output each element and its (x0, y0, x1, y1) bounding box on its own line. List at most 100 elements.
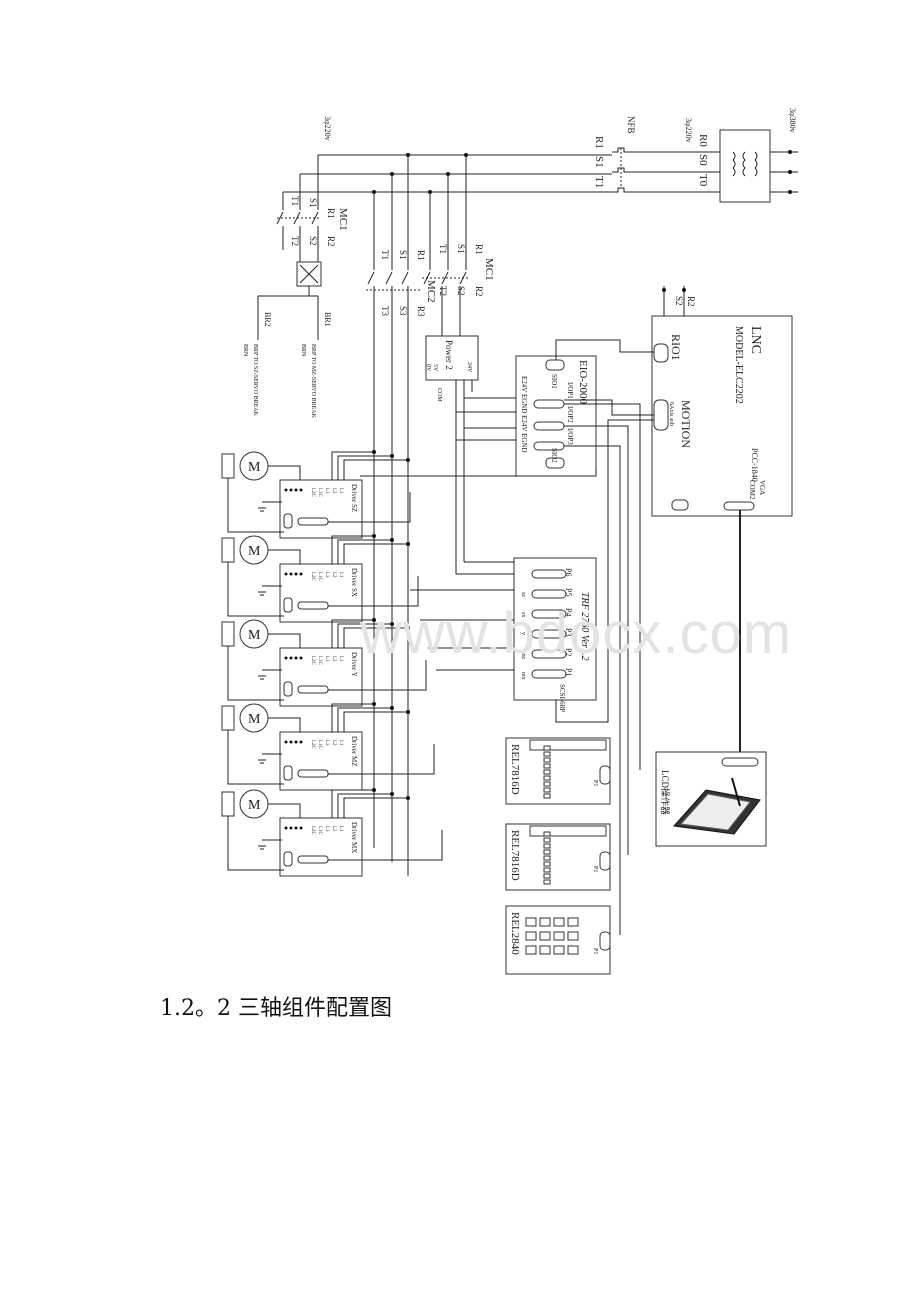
junction-dot (406, 796, 410, 800)
encoder-icon (221, 621, 235, 647)
phase-s1: S1 (593, 156, 605, 168)
trf-port-p3[interactable] (531, 629, 567, 639)
power-s-wire (337, 793, 392, 818)
rel7816d-module-2: REL7816D P1 (505, 823, 611, 891)
driver-terminal: L3 (324, 572, 329, 578)
phase-t1: T1 (593, 176, 605, 188)
driver-connector[interactable] (297, 685, 329, 694)
trf-port-p5[interactable] (531, 589, 567, 599)
sio2-port[interactable] (545, 457, 565, 469)
driver-label: Driver SX (350, 568, 358, 597)
driver-terminal: L1C (317, 740, 322, 750)
encoder-icon (221, 705, 235, 731)
motion-port[interactable] (653, 399, 669, 431)
encoder-connector[interactable] (283, 597, 293, 613)
vga-port[interactable] (671, 499, 689, 511)
encoder-icon (221, 791, 235, 817)
encoder-connector[interactable] (283, 513, 293, 529)
lcd-port[interactable] (721, 757, 759, 767)
encoder-connector[interactable] (283, 851, 293, 867)
motor-wire (268, 633, 301, 648)
encoder-icon (221, 537, 235, 563)
rio1-port[interactable] (653, 343, 669, 363)
driver-connector[interactable] (297, 769, 329, 778)
keypad-key-icon (567, 945, 579, 955)
servo-driver-box (279, 479, 363, 539)
driver-connector[interactable] (297, 855, 329, 864)
driver-connector[interactable] (297, 517, 329, 526)
trf-port-p6[interactable] (531, 569, 567, 579)
driver-terminal: L2 (331, 656, 336, 662)
trf-scsi: SCSI-68P (558, 684, 566, 712)
driver-terminal: L1 (338, 572, 343, 578)
relay-icon (543, 873, 551, 879)
driver-terminal: L2 (331, 826, 336, 832)
signal-wire (328, 492, 411, 523)
relay-icon (543, 787, 551, 793)
encoder-wire (227, 730, 284, 785)
com2-port[interactable] (723, 501, 755, 511)
mc2-s3: S3 (398, 306, 408, 316)
iop3-port[interactable] (533, 441, 565, 451)
eio-module (515, 355, 597, 477)
transformer-coil-icon (732, 151, 758, 177)
trf-port-label: P3 (564, 628, 573, 636)
rel3-port[interactable] (599, 931, 611, 951)
keypad-key-icon (553, 917, 565, 927)
encoder-wire (227, 562, 284, 617)
relay-icon (543, 861, 551, 867)
mc1-label: MC1 (337, 208, 349, 231)
trf-port-p1[interactable] (531, 669, 567, 679)
driver-label: Driver SZ (350, 484, 358, 512)
supply-380-label: 3φ380v (788, 108, 797, 133)
iop1-port[interactable] (533, 399, 565, 409)
motor-wire (268, 717, 301, 732)
rel1-port[interactable] (599, 765, 611, 785)
mc2-contactor (366, 271, 420, 291)
power-r-wire (343, 543, 408, 564)
relay-banks (525, 745, 579, 955)
terminal-dot (284, 572, 288, 576)
driver-connector[interactable] (297, 601, 329, 610)
terminal-dot (294, 572, 298, 576)
mc2-t1: T1 (380, 250, 390, 260)
trf-port-label: P2 (564, 648, 573, 656)
driver-label: Driver Y (350, 652, 358, 677)
rel1-title: REL7816D (509, 744, 521, 795)
driver-label: Driver MX (350, 822, 358, 853)
trf-axis-label: y (520, 632, 526, 635)
encoder-connector[interactable] (283, 681, 293, 697)
driver-terminal: L2C (310, 826, 315, 836)
ground-icon (258, 675, 266, 680)
power-t-wire (331, 535, 374, 564)
keypad-key-icon (553, 931, 565, 941)
lnc-title: LNC (748, 326, 763, 354)
relay-icon (543, 763, 551, 769)
lnc-s2: S2 (674, 296, 684, 306)
iop1-label: I/OP1 (566, 382, 574, 399)
driver-label: Driver MZ (350, 736, 358, 767)
terminal-dot (289, 572, 293, 576)
lcd-operator: LCD操作器 (655, 751, 767, 847)
rel2-port[interactable] (599, 851, 611, 871)
trf-port-p2[interactable] (531, 649, 567, 659)
ground-icon (258, 507, 266, 512)
sio1-port[interactable] (545, 359, 565, 371)
rel7816d-module-1: REL7816D P1 (505, 737, 611, 805)
relay-icon (543, 855, 551, 861)
power-t-wire (331, 451, 374, 480)
power-s-wire (337, 539, 392, 564)
rel1-port-label: P1 (592, 780, 598, 786)
junction-dot (406, 458, 410, 462)
junction-dot (372, 618, 376, 622)
terminal-dot (299, 572, 303, 576)
power-r-wire (343, 459, 408, 480)
encoder-connector[interactable] (283, 765, 293, 781)
trf-port-p4[interactable] (531, 609, 567, 619)
supply-220-label: 3φ220v (684, 118, 693, 143)
driver-terminal: L2 (331, 740, 336, 746)
iop2-port[interactable] (533, 421, 565, 431)
